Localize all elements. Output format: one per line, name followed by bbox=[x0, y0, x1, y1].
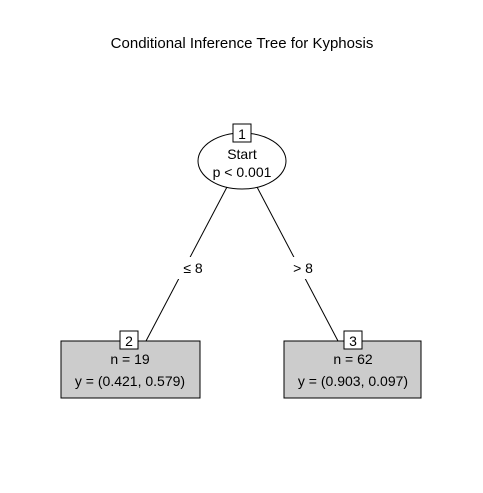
root-node-id: 1 bbox=[238, 126, 246, 142]
root-node: 1 Start p < 0.001 bbox=[197, 123, 287, 190]
terminal-node-left-id: 2 bbox=[125, 333, 133, 349]
edge-right-label-bg bbox=[286, 257, 320, 279]
terminal-node-right: 3 n = 62 y = (0.903, 0.097) bbox=[283, 330, 422, 399]
diagram-title: Conditional Inference Tree for Kyphosis bbox=[111, 35, 374, 52]
root-node-id-box bbox=[232, 123, 252, 143]
edge-left-label: ≤ 8 bbox=[183, 260, 203, 276]
terminal-node-left-y: y = (0.421, 0.579) bbox=[75, 373, 185, 389]
root-node-p-value: p < 0.001 bbox=[213, 164, 272, 180]
terminal-node-left: 2 n = 19 y = (0.421, 0.579) bbox=[60, 330, 201, 399]
terminal-node-left-box bbox=[60, 340, 201, 399]
terminal-node-right-id: 3 bbox=[349, 333, 357, 349]
terminal-node-right-box bbox=[283, 340, 422, 399]
terminal-node-left-id-box bbox=[119, 330, 139, 350]
terminal-node-right-y: y = (0.903, 0.097) bbox=[298, 373, 408, 389]
terminal-node-left-n: n = 19 bbox=[110, 351, 150, 367]
edge-right-label: > 8 bbox=[293, 260, 313, 276]
terminal-node-right-n: n = 62 bbox=[333, 351, 373, 367]
edge-left-label-bg bbox=[176, 257, 210, 279]
terminal-node-right-id-box bbox=[343, 330, 363, 350]
root-node-variable: Start bbox=[227, 146, 257, 162]
